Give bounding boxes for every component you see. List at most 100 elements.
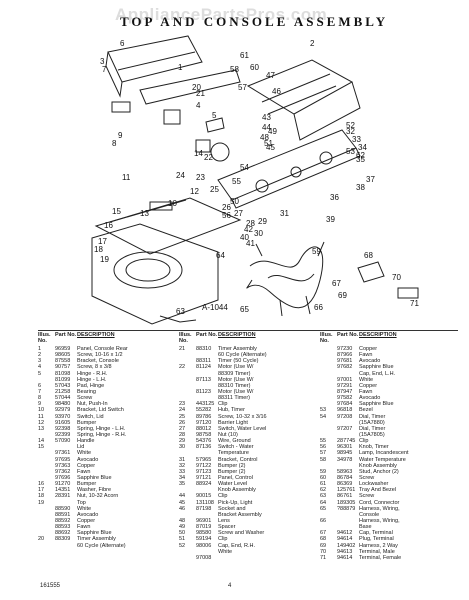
part-number: 97696	[55, 474, 71, 481]
part-description: Lid	[77, 444, 85, 451]
part-description: Spacer	[218, 524, 236, 531]
illus-number: 3	[38, 358, 42, 365]
part-description: Screw, 10-32 x 3/16	[218, 413, 267, 420]
part-description: Timer (50 Cycle)	[218, 358, 259, 365]
part-number: 59194	[196, 536, 212, 543]
header-illus: Illus. No.	[179, 332, 192, 344]
header-description: DESCRIPTION	[77, 332, 115, 338]
illus-number: 48	[179, 517, 186, 524]
callout-9: 9	[118, 131, 123, 140]
illus-number: 11	[38, 413, 44, 420]
document-number: 161555	[40, 583, 61, 589]
part-description: Screw and Washer	[218, 530, 265, 537]
part-description: Screw	[359, 474, 375, 481]
part-number: 98006	[196, 542, 212, 549]
part-description: Dial, Timer	[359, 413, 386, 420]
callout-27: 27	[234, 209, 243, 218]
part-description: Tray And Bezel	[359, 487, 397, 494]
diagram-code: A-1044	[202, 303, 228, 312]
callout-39: 39	[326, 215, 335, 224]
callout-16: 16	[104, 221, 113, 230]
part-number: 88590	[55, 505, 71, 512]
illus-number: 6	[38, 382, 42, 389]
part-number: 28391	[55, 493, 71, 500]
illus-number: 5	[38, 370, 42, 377]
callout-61: 61	[240, 51, 249, 60]
illus-number: 7	[38, 388, 42, 395]
part-description: Clip	[218, 493, 228, 500]
part-description: Pad, Hinge	[77, 382, 105, 389]
callout-68: 68	[364, 251, 373, 260]
part-number: 57965	[196, 456, 212, 463]
part-description: Bracket, Console	[77, 358, 119, 365]
callout-56: 56	[222, 211, 231, 220]
callout-58: 58	[230, 65, 239, 74]
callout-48: 48	[260, 133, 269, 142]
part-number: 88692	[55, 530, 71, 537]
part-number: 34978	[337, 456, 353, 463]
callout-6: 6	[120, 39, 125, 48]
callout-24: 24	[176, 171, 185, 180]
part-description: Avocado	[359, 395, 381, 402]
table-row: 88311 Timer (50 Cycle)	[179, 358, 318, 364]
part-number: 87947	[337, 388, 353, 395]
illus-number: 26	[179, 419, 186, 426]
part-number: 287745	[337, 438, 356, 445]
callout-63: 63	[176, 307, 185, 316]
table-row: 60 Cycle (Alternate)	[38, 543, 177, 549]
illus-number: 61	[320, 481, 327, 488]
part-number: 96301	[337, 444, 353, 451]
part-number: 88924	[196, 481, 212, 488]
part-number: 88592	[55, 517, 71, 524]
part-description: Knob, Timer	[359, 444, 389, 451]
part-description: Harness, Wiring,	[359, 517, 400, 524]
part-description: Screw	[359, 493, 375, 500]
part-description: Fawn	[359, 352, 373, 359]
part-number: 88311	[196, 358, 211, 365]
part-number: 87198	[196, 505, 212, 512]
illus-number: 12	[38, 419, 45, 426]
callout-52: 52	[346, 121, 355, 130]
part-number: 189305	[337, 499, 356, 506]
callout-1: 1	[178, 63, 183, 72]
illus-number: 58	[320, 456, 327, 463]
callout-54: 54	[240, 163, 249, 172]
illus-number: 1	[38, 346, 42, 352]
page-title: TOP AND CONSOLE ASSEMBLY	[120, 14, 389, 29]
illus-number: 35	[179, 481, 186, 488]
illus-number: 14	[38, 438, 45, 445]
part-number: 57044	[55, 395, 71, 402]
part-description: Plug, Terminal	[359, 536, 394, 543]
callout-40: 40	[240, 233, 249, 242]
table-row: 97008	[179, 555, 318, 561]
part-description: Knob Assembly	[218, 487, 256, 494]
part-description: Spring, Hinge - R.H.	[77, 431, 127, 438]
part-description: Sapphire Blue	[77, 530, 112, 537]
part-description: Clip	[218, 536, 228, 543]
illus-number: 8	[38, 395, 42, 402]
part-description: White	[359, 376, 374, 383]
illus-number: 65	[320, 505, 327, 512]
part-number: 98758	[196, 431, 212, 438]
part-number: 97008	[196, 554, 212, 561]
part-description: Knob Assembly	[359, 462, 397, 469]
part-description: Pick-Up, Light	[218, 499, 253, 506]
table-header: Illus. No. Part No. DESCRIPTION	[38, 332, 177, 346]
